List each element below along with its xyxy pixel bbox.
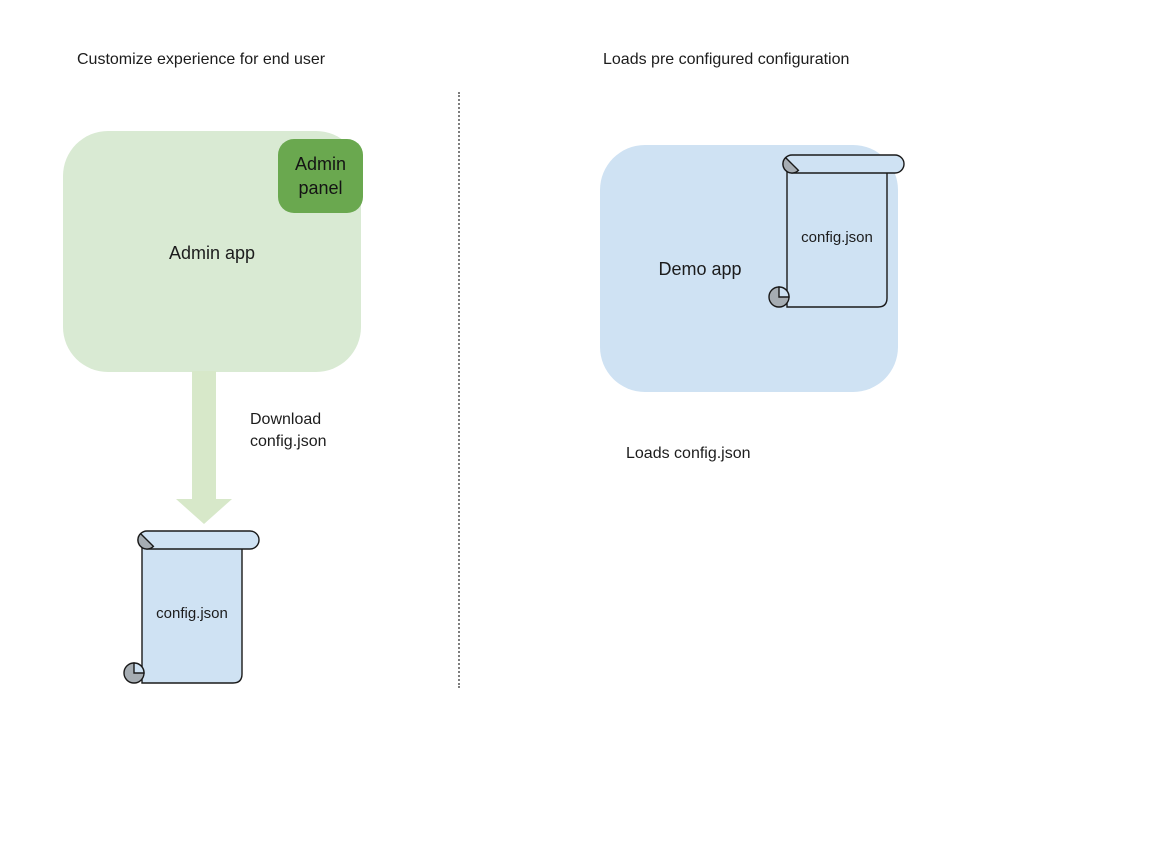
download-config-caption: Download config.json xyxy=(250,411,327,450)
scroll-top-curl-icon xyxy=(137,532,155,550)
config-file-scroll-right: config.json xyxy=(768,154,905,308)
scroll-bottom-curl-notch xyxy=(133,662,145,674)
admin-panel-box: Admin panel xyxy=(278,139,363,213)
config-file-label-right: config.json xyxy=(801,229,873,246)
right-section-title: Loads pre configured configuration xyxy=(603,51,850,68)
scroll-top-roll xyxy=(782,154,905,174)
section-divider xyxy=(458,92,460,688)
demo-app-label: Demo app xyxy=(658,259,742,279)
loads-config-caption: Loads config.json xyxy=(626,445,751,462)
scroll-bottom-curl-notch xyxy=(778,286,790,298)
config-file-label-left: config.json xyxy=(156,605,228,622)
admin-panel-label: Admin panel xyxy=(294,154,347,198)
config-file-scroll-left: config.json xyxy=(123,530,260,684)
scroll-body xyxy=(141,539,243,684)
left-section-title: Customize experience for end user xyxy=(77,51,326,68)
scroll-top-curl-icon xyxy=(782,156,800,174)
scroll-body xyxy=(786,163,888,308)
scroll-top-roll xyxy=(137,530,260,550)
admin-app-label: Admin app xyxy=(168,243,256,263)
down-arrow-icon xyxy=(176,371,232,524)
